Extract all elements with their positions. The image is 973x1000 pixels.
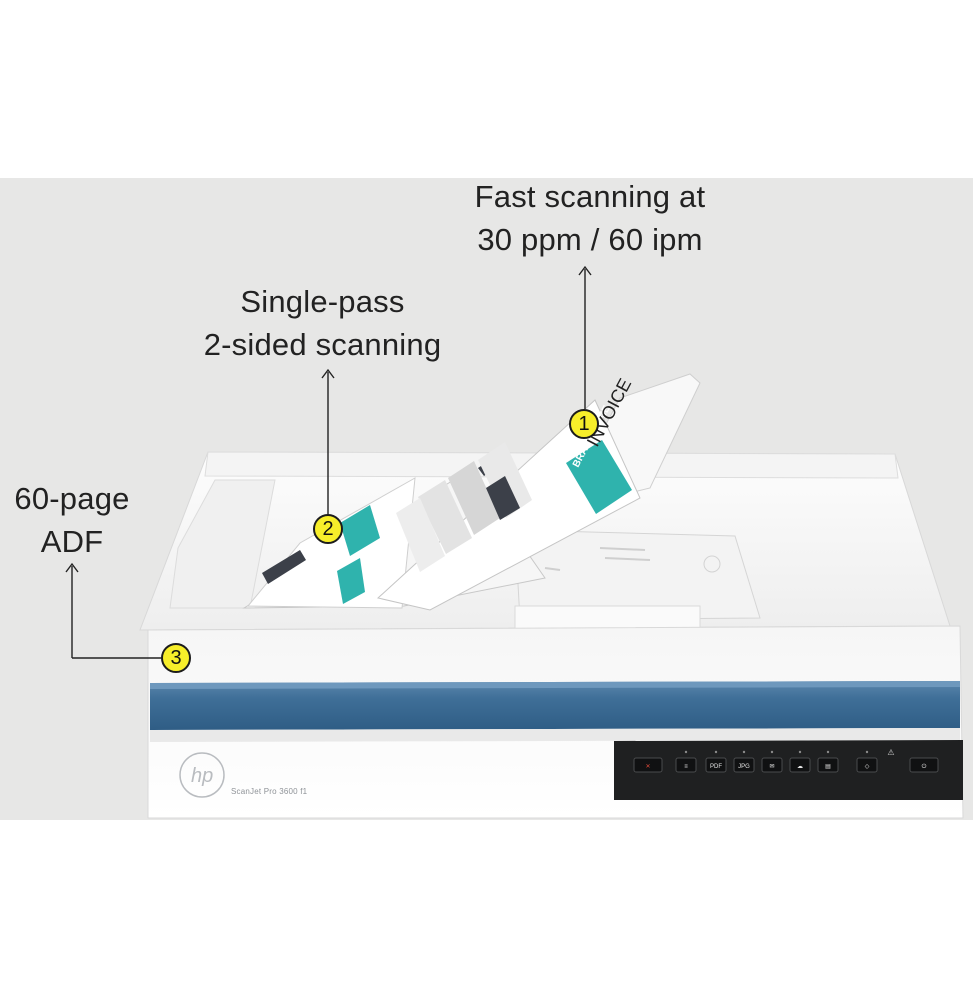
callout-2-text: Single-pass 2-sided scanning bbox=[175, 280, 470, 366]
PDF-icon: PDF bbox=[710, 764, 722, 770]
scan-to-cloud-icon: ☁ bbox=[797, 764, 803, 770]
start-button[interactable] bbox=[856, 757, 878, 773]
callout-3-line1: 60-page bbox=[14, 481, 130, 516]
power-button[interactable] bbox=[909, 757, 939, 773]
callout-3-badge: 3 bbox=[161, 643, 191, 673]
start-icon: ◇ bbox=[865, 764, 870, 770]
JPG-icon: JPG bbox=[738, 764, 750, 770]
menu-icon: ≡ bbox=[684, 764, 688, 770]
hp-logo-icon: hp bbox=[179, 752, 225, 798]
scan-to-document-indicator-led bbox=[826, 750, 830, 754]
JPG-indicator-led bbox=[742, 750, 746, 754]
callout-2-line2: 2-sided scanning bbox=[203, 327, 442, 362]
callout-1-text: Fast scanning at 30 ppm / 60 ipm bbox=[440, 178, 740, 261]
menu-button[interactable] bbox=[675, 757, 697, 773]
callout-3-text: 60-page ADF bbox=[0, 477, 152, 563]
scan-to-email-icon: ✉ bbox=[769, 764, 774, 770]
power-icon: ⏻ bbox=[922, 763, 927, 770]
callout-3-arrow bbox=[65, 562, 161, 659]
product-image-stage: ✕ ≡ PDF JPG ✉ ☁ ▤ ◇ ⏻ ⚠ hp BRAND NAME INVOICE bbox=[0, 178, 973, 820]
PDF-indicator-led bbox=[714, 750, 718, 754]
callout-2-line1: Single-pass bbox=[240, 284, 405, 319]
control-panel bbox=[614, 740, 963, 800]
scan-to-document-icon: ▤ bbox=[825, 764, 831, 770]
scan-to-cloud-button[interactable] bbox=[789, 757, 811, 773]
scanner-illustration: ✕ ≡ PDF JPG ✉ ☁ ▤ ◇ ⏻ ⚠ hp BRAND NAME INVOICE bbox=[65, 265, 964, 819]
cancel-icon: ✕ bbox=[645, 764, 650, 770]
PDF-button[interactable] bbox=[705, 757, 727, 773]
callout-1-line1: Fast scanning at bbox=[474, 179, 706, 214]
scan-to-document-button[interactable] bbox=[817, 757, 839, 773]
scan-to-cloud-indicator-led bbox=[798, 750, 802, 754]
start-indicator-led bbox=[865, 750, 869, 754]
cancel-button[interactable] bbox=[633, 757, 663, 773]
menu-indicator-led bbox=[684, 750, 688, 754]
callout-2-arrow bbox=[321, 368, 335, 514]
callout-1-line2: 30 ppm / 60 ipm bbox=[477, 222, 703, 257]
callout-1-badge: 1 bbox=[569, 409, 599, 439]
adf-output-tray bbox=[514, 529, 761, 621]
callout-1-arrow bbox=[578, 265, 592, 409]
callout-2-badge: 2 bbox=[313, 514, 343, 544]
warning-icon: ⚠ bbox=[887, 748, 894, 757]
model-label: ScanJet Pro 3600 f1 bbox=[231, 787, 308, 796]
callout-3-line2: ADF bbox=[40, 524, 104, 559]
scan-to-email-indicator-led bbox=[770, 750, 774, 754]
document-stack: BRAND NAME INVOICE bbox=[242, 375, 641, 611]
blue-strip bbox=[150, 681, 960, 730]
hp-logo-text: hp bbox=[191, 765, 213, 787]
scan-to-email-button[interactable] bbox=[761, 757, 783, 773]
JPG-button[interactable] bbox=[733, 757, 755, 773]
